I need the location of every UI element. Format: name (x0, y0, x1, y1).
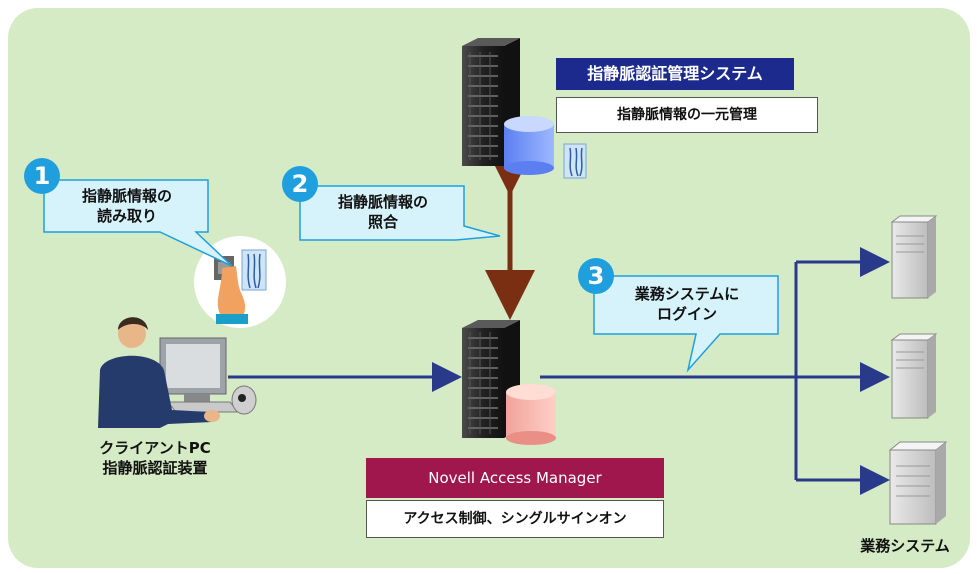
business-server-2-icon (890, 333, 938, 419)
step-2-line2: 照合 (367, 213, 398, 231)
callout-1-text: 指静脈情報の 読み取り (50, 186, 204, 226)
step-2-line1: 指静脈情報の (337, 193, 428, 211)
person-icon (98, 317, 220, 428)
vein-server-icon (462, 38, 520, 166)
step-1-line1: 指静脈情報の (81, 187, 172, 205)
step-1-number: 1 (24, 158, 60, 194)
client-label: クライアントPC 指静脈認証装置 (60, 438, 250, 478)
callout-3-shape (593, 275, 779, 373)
step-2-number: 2 (282, 166, 318, 202)
client-pc-icon (159, 337, 257, 415)
callout-2-text: 指静脈情報の 照合 (306, 192, 460, 232)
step-3-number: 3 (578, 258, 614, 294)
step-3-line2: ログイン (656, 305, 717, 323)
callout-1-shape (43, 179, 233, 267)
step-3-line1: 業務システムに (634, 285, 740, 303)
access-database-icon (506, 384, 556, 445)
vein-pattern-icon (563, 143, 587, 179)
vein-database-icon (504, 116, 554, 175)
vein-system-title: 指静脈認証管理システム (556, 58, 794, 90)
access-manager-subtitle: アクセス制御、シングルサインオン (366, 500, 664, 538)
business-systems-label: 業務システム (860, 537, 950, 555)
client-label-line1: クライアントPC (99, 439, 211, 457)
business-server-3-icon (888, 441, 948, 525)
business-server-1-icon (890, 215, 938, 299)
vein-system-subtitle: 指静脈情報の一元管理 (556, 97, 818, 133)
step-1-line2: 読み取り (96, 207, 157, 225)
access-manager-title: Novell Access Manager (366, 458, 664, 498)
client-label-line2: 指静脈認証装置 (102, 459, 208, 477)
callout-3-text: 業務システムに ログイン (602, 284, 772, 324)
callout-2-shape (299, 185, 501, 241)
